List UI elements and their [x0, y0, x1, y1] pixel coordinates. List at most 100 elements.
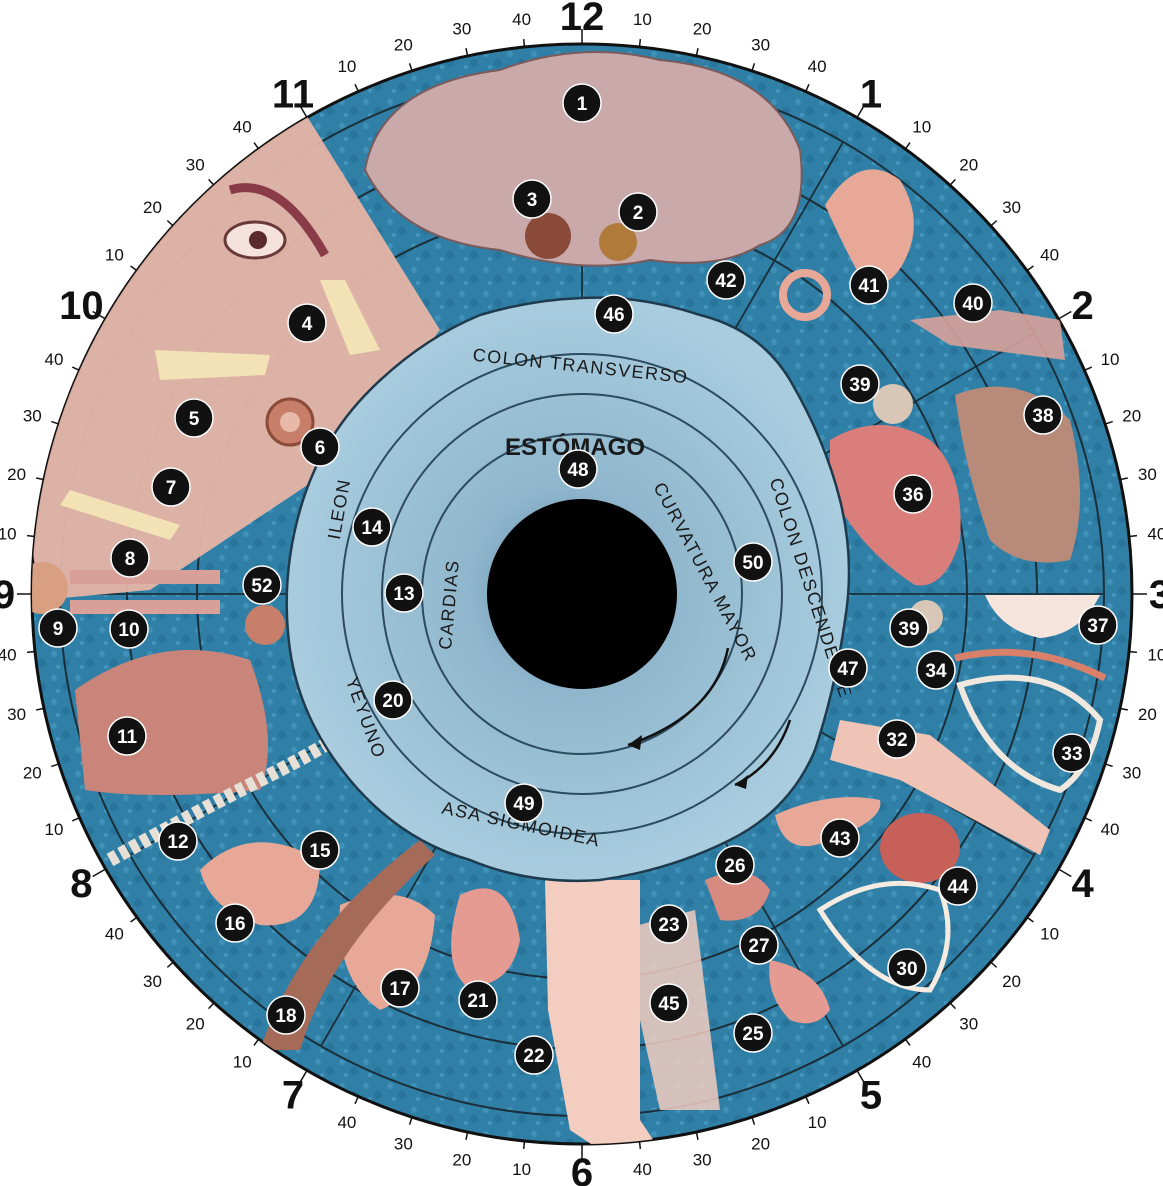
- zone-badge-17: 17: [380, 968, 420, 1008]
- minute-label: 30: [1002, 198, 1021, 217]
- zone-badge-22: 22: [514, 1035, 554, 1075]
- minute-label: 30: [1122, 764, 1141, 783]
- minute-tick: [856, 1069, 866, 1084]
- hour-label-11: 11: [272, 72, 314, 116]
- zone-badge-7: 7: [151, 467, 191, 507]
- minute-tick: [92, 868, 107, 878]
- minute-label: 20: [186, 1015, 205, 1034]
- minute-tick: [751, 1116, 756, 1125]
- minute-tick: [71, 366, 80, 371]
- minute-label: 20: [1002, 972, 1021, 991]
- zone-badge-circle: [384, 573, 424, 613]
- zone-number: 16: [224, 914, 245, 935]
- zone-number: 46: [603, 305, 624, 326]
- zone-number: 18: [275, 1006, 296, 1027]
- minute-label: 20: [143, 198, 162, 217]
- zone-number: 3: [527, 190, 538, 211]
- zone-number: 21: [467, 991, 489, 1012]
- zone-badge-circle: [300, 830, 340, 870]
- zone-badge-circle: [266, 995, 306, 1035]
- minute-label: 10: [808, 1113, 827, 1132]
- minute-label: 40: [1101, 820, 1120, 839]
- zone-number: 43: [829, 829, 850, 850]
- pupil: [487, 499, 677, 689]
- minute-label: 20: [959, 155, 978, 174]
- minute-label: 20: [1122, 406, 1141, 425]
- flow-arrow: [627, 647, 730, 747]
- zone-badge-circle: [458, 980, 498, 1020]
- minute-label: 30: [186, 155, 205, 174]
- hour-label-6: 6: [571, 1151, 593, 1186]
- hour-label-4: 4: [1071, 862, 1094, 906]
- minute-tick: [298, 1069, 308, 1084]
- minute-label: 40: [633, 1160, 652, 1179]
- minute-tick: [949, 1002, 956, 1010]
- minute-tick: [166, 220, 174, 227]
- zone-badge-circle: [739, 925, 779, 965]
- ear-shape: [825, 169, 914, 286]
- minute-tick: [130, 265, 138, 272]
- zone-badge-44: 44: [938, 866, 978, 906]
- minute-label: 10: [337, 57, 356, 76]
- zone-number: 11: [117, 727, 138, 748]
- zone-badge-circle: [893, 474, 933, 514]
- hour-label-1: 1: [860, 72, 882, 116]
- minute-label: 20: [394, 35, 413, 54]
- hour-label-9: 9: [0, 573, 15, 617]
- zone-badge-circle: [916, 650, 956, 690]
- zone-badge-2: 2: [618, 192, 658, 232]
- minute-tick: [856, 104, 866, 119]
- zone-number: 7: [166, 478, 177, 499]
- zone-badge-50: 50: [733, 542, 773, 582]
- minute-tick: [1104, 763, 1113, 768]
- zone-badge-48: 48: [558, 449, 598, 489]
- hour-label-5: 5: [860, 1074, 882, 1118]
- minute-tick: [1084, 817, 1093, 822]
- face-profile-shape: [32, 105, 440, 600]
- minute-label: 30: [143, 972, 162, 991]
- zone-badge-3: 3: [512, 179, 552, 219]
- spine-shape: [106, 738, 329, 867]
- zone-number: 10: [118, 620, 139, 641]
- zone-badge-circle: [174, 398, 214, 438]
- zone-number: 48: [567, 460, 588, 481]
- zone-number: 25: [742, 1024, 764, 1045]
- minute-tick: [1026, 916, 1034, 923]
- minute-tick: [465, 48, 469, 57]
- zone-badge-circle: [938, 866, 978, 906]
- zone-number: 6: [315, 438, 326, 459]
- zone-badge-circle: [380, 968, 420, 1008]
- minute-label: 40: [337, 1113, 356, 1132]
- zone-badge-8: 8: [110, 538, 150, 578]
- minute-tick: [408, 1116, 413, 1125]
- zone-badge-circle: [151, 467, 191, 507]
- minute-label: 20: [751, 1135, 770, 1154]
- minute-tick: [805, 83, 810, 92]
- minute-label: 10: [633, 10, 652, 29]
- eye-iris-shape: [249, 231, 267, 249]
- minute-tick: [26, 534, 36, 538]
- minute-tick: [1119, 477, 1128, 481]
- minute-label: 40: [912, 1053, 931, 1072]
- minute-label: 10: [45, 820, 64, 839]
- minute-tick: [298, 104, 308, 119]
- zone-badge-circle: [110, 538, 150, 578]
- minute-label: 30: [959, 1015, 978, 1034]
- zone-badge-circle: [287, 303, 327, 343]
- zone-badge-circle: [649, 904, 689, 944]
- zone-badge-circle: [649, 983, 689, 1023]
- minute-tick: [166, 961, 174, 968]
- zone-badge-circle: [107, 716, 147, 756]
- minute-label: 40: [105, 925, 124, 944]
- zone-badge-9: 9: [38, 608, 78, 648]
- minute-label: 30: [751, 35, 770, 54]
- minute-tick: [92, 310, 107, 320]
- zone-number: 45: [658, 994, 680, 1015]
- zone-badge-circle: [733, 542, 773, 582]
- minute-label: 40: [0, 645, 17, 664]
- minute-label: 40: [1040, 245, 1059, 264]
- zone-number: 33: [1061, 744, 1082, 765]
